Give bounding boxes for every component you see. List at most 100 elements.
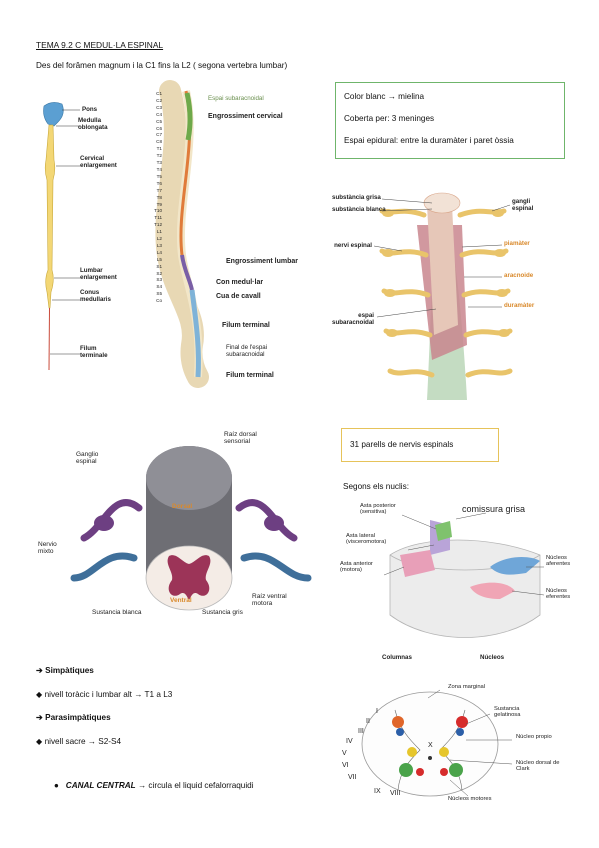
label-lumbar-enlargement: Lumbar enlargement	[80, 267, 117, 281]
vertebra-label: L4	[156, 249, 162, 255]
vertebra-label: C5	[156, 118, 162, 124]
lamina-ii: II	[366, 718, 370, 725]
info-line-myelin: Color blanc → mielina	[344, 92, 425, 101]
vertebra-label: S1	[156, 263, 162, 269]
label-cervical-enlargement-ca: Engrossiment cervical	[208, 113, 283, 120]
label-filum-ca: Filum terminal	[222, 322, 270, 329]
lamina-iv: IV	[346, 738, 353, 745]
label-efferent-nuclei: Núcleos eferentes	[546, 588, 571, 601]
label-white-substance: Sustancia blanca	[92, 609, 142, 616]
label-ventral-root: Raíz ventral motora	[252, 593, 287, 607]
meninges-figure: substància grisa substància blanca nervi…	[332, 185, 572, 405]
label-motor-nuclei: Núcleos motores	[448, 796, 492, 802]
label-filum-terminale: Filum terminale	[80, 345, 108, 359]
lamina-i: I	[376, 708, 378, 715]
vertebra-label: S3	[156, 277, 162, 283]
vertebra-label: Co	[156, 298, 162, 304]
label-subarachnoid-end: Final de l'espai subaracnoidal	[226, 344, 268, 358]
label-gelatinous: Sustancia gelatinosa	[494, 706, 521, 719]
vertebra-label: C4	[156, 111, 162, 117]
vertebra-label: C8	[156, 139, 162, 145]
parasympathetic-item: ◆ nivell sacre → S2-S4	[36, 736, 121, 746]
diamond-bullet-icon: ◆	[36, 737, 45, 746]
label-white-matter: substància blanca	[332, 206, 386, 213]
lamina-x: X	[428, 742, 433, 749]
label-conus-ca: Con medul·lar	[216, 279, 264, 286]
vertebra-label: C6	[156, 125, 162, 131]
label-clark-nucleus: Núcleo dorsal de Clark	[516, 760, 560, 773]
lamina-v: V	[342, 750, 347, 757]
label-subarachnoid-space: Espai subaracnoidal	[208, 95, 264, 102]
vertebra-labels: C1 C2 C3 C4 C5 C6 C7 C8 T1 T2 T3 T4 T5 T…	[148, 91, 162, 305]
label-grey-commissure: comissura grisa	[462, 504, 526, 514]
label-arachnoid: aracnoide	[504, 272, 534, 279]
label-columns: Columnas	[382, 654, 412, 661]
label-dorsal-root: Raíz dorsal sensorial	[224, 431, 257, 445]
info-line-epidural: Espai epidural: entre la duramàter i par…	[344, 136, 514, 145]
lamina-iii: III	[358, 728, 364, 735]
vertebra-label: T12	[154, 222, 162, 228]
vertebral-column-drawing	[155, 80, 209, 388]
label-duramater: duramàter	[504, 302, 535, 309]
label-spinal-ganglion: gangli espinal	[512, 198, 534, 212]
vertebra-label: T8	[156, 194, 162, 200]
page-subtitle: Des del forâmen magnum i la C1 fins la L…	[36, 61, 288, 70]
label-cervical-enlargement: Cervical enlargement	[80, 155, 117, 169]
nuclei-heading: Segons els nuclis:	[343, 482, 409, 491]
label-pons: Pons	[82, 106, 98, 113]
label-subarachnoid-ca: espai subaracnoidal	[332, 312, 374, 326]
lamina-viii: VIII	[390, 790, 401, 797]
nerves-count-text: 31 parells de nervis espinals	[350, 440, 454, 449]
label-medulla-oblongata: Medulla oblongata	[78, 117, 108, 131]
label-anterior-horn: Asta anterior (motora)	[340, 561, 373, 574]
vertebra-label: C3	[156, 104, 162, 110]
vertebra-label: L3	[156, 242, 162, 248]
vertebra-label: T1	[156, 146, 162, 152]
nuclei-figure: Asta posterior (sensitiva) comissura gri…	[340, 495, 585, 665]
label-grey-matter: substància grisa	[332, 194, 381, 201]
central-canal-label: CANAL CENTRAL	[65, 781, 136, 790]
vertebra-label: L1	[156, 229, 162, 235]
info-line-meninges: Coberta per: 3 meninges	[344, 114, 435, 123]
vertebra-label: T10	[154, 208, 162, 214]
info-box: Color blanc → mielina Coberta per: 3 men…	[335, 82, 565, 159]
vertebra-label: C1	[156, 91, 162, 96]
label-spinal-nerve: nervi espinal	[334, 242, 372, 249]
vertebra-label: T5	[156, 173, 162, 179]
label-grey-substance: Sustancia gris	[202, 609, 243, 616]
spinal-cord-figure: Pons Medulla oblongata Cervical enlargem…	[36, 100, 136, 380]
vertebra-label: T2	[156, 153, 162, 159]
label-spinal-ganglion-es: Ganglio espinal	[76, 451, 99, 465]
nuclei-drawing	[383, 512, 545, 638]
page-title: TEMA 9.2 C MEDUL·LA ESPINAL	[36, 40, 164, 50]
vertebra-label: T9	[156, 201, 162, 207]
label-piamater: piamàter	[504, 240, 530, 247]
vertebra-label: C7	[156, 132, 162, 138]
vertebra-label: T4	[156, 166, 162, 172]
nerves-box: 31 parells de nervis espinals	[341, 428, 499, 462]
label-lateral-horn: Asta lateral (visceromotora)	[346, 533, 387, 546]
lamina-vi: VI	[342, 762, 349, 769]
laminae-drawing	[361, 689, 513, 797]
vertebra-label: S2	[156, 270, 162, 276]
label-lumbar-enlargement-ca: Engrossiment lumbar	[226, 258, 298, 265]
label-cauda-equina: Cua de cavall	[216, 293, 261, 300]
label-proper-nucleus: Núcleo propio	[516, 734, 552, 740]
label-mixed-nerve: Nervio mixto	[38, 541, 57, 555]
parasympathetic-heading: ➔ Parasimpàtiques	[36, 713, 111, 722]
meninges-drawing	[373, 192, 513, 400]
cross-section-drawing	[70, 446, 312, 611]
dot-bullet-icon: ●	[54, 781, 66, 790]
sympathetic-item: ◆ nivell toràcic i lumbar alt → T1 a L3	[36, 689, 172, 699]
label-nuclei: Núcleos	[480, 654, 505, 661]
label-filum-ca-2: Filum terminal	[226, 372, 274, 379]
vertebra-label: T3	[156, 160, 162, 166]
vertebra-label: S5	[156, 291, 162, 297]
label-ventral: Ventral	[170, 597, 192, 604]
label-dorsal: Dorsal	[172, 503, 193, 510]
label-posterior-horn: Asta posterior (sensitiva)	[360, 503, 396, 516]
laminae-figure: Zona marginal Sustancia gelatinosa Núcle…	[340, 680, 585, 808]
vertebra-label: T7	[156, 187, 162, 193]
vertebra-label: L2	[156, 236, 162, 242]
spinal-cord-drawing	[43, 102, 80, 371]
